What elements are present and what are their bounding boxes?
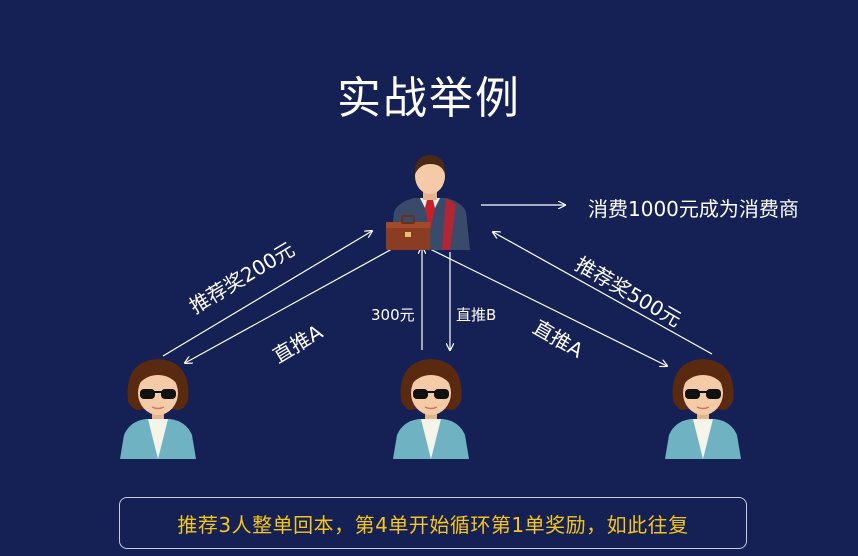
woman-a-right-icon (665, 359, 741, 459)
woman-b-center-icon (393, 359, 469, 459)
arrow-left-up (162, 231, 372, 357)
businessman-icon (386, 155, 470, 250)
summary-note-box: 推荐3人整单回本，第4单开始循环第1单奖励，如此往复 (119, 497, 747, 549)
center-amount-label: 300元 (371, 306, 415, 324)
consumer-merchant-label: 消费1000元成为消费商 (588, 197, 799, 221)
arrow-left-down (185, 248, 393, 363)
center-direct-label: 直推B (456, 306, 497, 324)
woman-a-left-icon (120, 359, 196, 459)
arrow-right-down (429, 248, 667, 366)
page-title: 实战举例 (337, 73, 521, 124)
arrow-right-up (493, 232, 713, 355)
summary-note: 推荐3人整单回本，第4单开始循环第1单奖励，如此往复 (177, 512, 689, 537)
